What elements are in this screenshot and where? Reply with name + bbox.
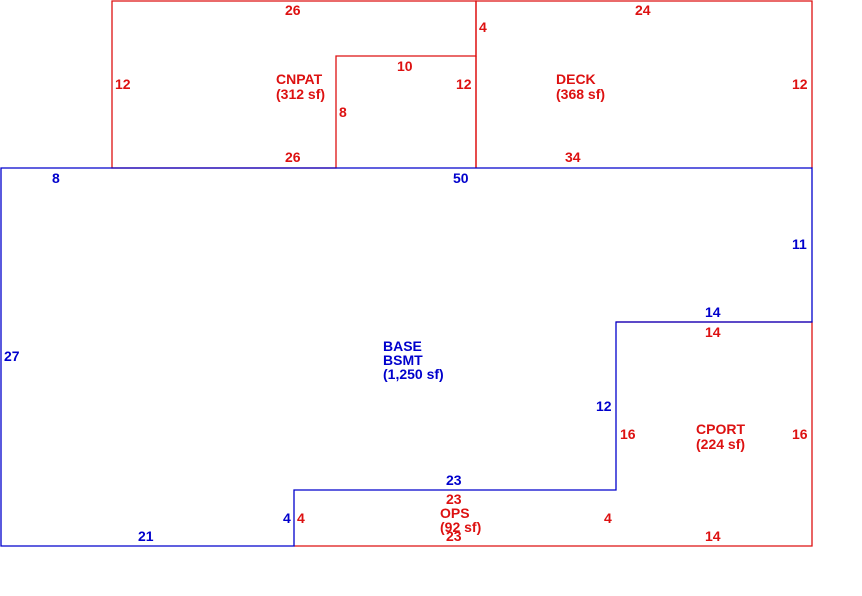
- deck-outline: [475, 0, 813, 168]
- dim-cnpat-notch-left: 8: [339, 104, 347, 120]
- red-dimensions: 26 12 10 8 12 26 4 24 12 34 14 16 16 14 …: [115, 2, 808, 544]
- dim-cport-right: 16: [792, 426, 808, 442]
- cport-size: (224 sf): [696, 436, 745, 452]
- cnpat-name: CNPAT: [276, 71, 323, 87]
- base-sub: BSMT: [383, 352, 423, 368]
- base-name: BASE: [383, 338, 422, 354]
- cnpat-size: (312 sf): [276, 86, 325, 102]
- area-labels: CNPAT (312 sf) DECK (368 sf) BASE BSMT (…: [276, 71, 745, 535]
- dim-cnpat-notch-top: 10: [397, 58, 413, 74]
- dim-cnpat-bottom: 26: [285, 149, 301, 165]
- dim-base-left: 27: [4, 348, 20, 364]
- dim-cnpat-right-top: 4: [479, 19, 487, 35]
- dim-cport-left: 16: [620, 426, 636, 442]
- base-area: [0, 167, 813, 547]
- dim-cnpat-notch-right: 12: [456, 76, 472, 92]
- dim-base-right-upper: 11: [792, 236, 807, 252]
- dim-base-top: 50: [453, 170, 469, 186]
- dim-ops-right: 4: [604, 510, 612, 526]
- dim-base-bottom: 21: [138, 528, 154, 544]
- dim-base-top-left: 8: [52, 170, 60, 186]
- blue-dimensions: 8 50 11 14 27 12 23 4 21: [4, 170, 807, 544]
- deck-name: DECK: [556, 71, 596, 87]
- dim-base-step-left: 12: [596, 398, 612, 414]
- dim-cport-top: 14: [705, 324, 721, 340]
- dim-base-ops-left: 4: [283, 510, 291, 526]
- dim-ops-top: 23: [446, 491, 462, 507]
- deck-size: (368 sf): [556, 86, 605, 102]
- base-size: (1,250 sf): [383, 366, 444, 382]
- dim-deck-bottom: 34: [565, 149, 581, 165]
- dim-deck-right: 12: [792, 76, 808, 92]
- base-outline: [0, 167, 813, 547]
- deck-area: [475, 0, 813, 168]
- dim-deck-top: 24: [635, 2, 651, 18]
- dim-base-ops-top: 23: [446, 472, 462, 488]
- ops-name: OPS: [440, 505, 470, 521]
- cport-name: CPORT: [696, 421, 745, 437]
- dim-ops-left: 4: [297, 510, 305, 526]
- ops-size: (92 sf): [440, 519, 481, 535]
- dim-cport-bottom: 14: [705, 528, 721, 544]
- dim-cnpat-top: 26: [285, 2, 301, 18]
- dim-base-step-top: 14: [705, 304, 721, 320]
- dim-ops-bottom: 23: [446, 528, 462, 544]
- dim-cnpat-left: 12: [115, 76, 131, 92]
